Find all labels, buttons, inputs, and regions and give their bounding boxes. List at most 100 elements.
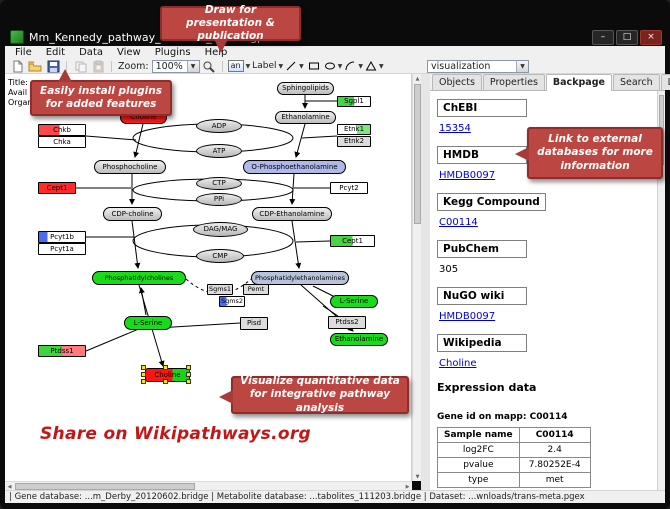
tab-backpage[interactable]: Backpage [545, 74, 612, 91]
horizontal-scroll-thumb[interactable] [15, 483, 195, 490]
pathway-node-ethanolamine-bottom[interactable]: Ethanolamine [330, 333, 388, 346]
magnifier-icon [203, 61, 215, 73]
table-cell: type [437, 472, 520, 488]
triangle-icon [365, 60, 377, 71]
callout-text: Draw for presentation & publication [186, 3, 275, 43]
pubchem-value: 305 [439, 264, 459, 275]
selection-handle[interactable] [141, 379, 146, 384]
chevron-down-icon: ▼ [299, 62, 304, 70]
hmdb-link[interactable]: HMDB0097 [439, 170, 496, 181]
callout-pointer-icon [58, 69, 72, 82]
oval-tool-button[interactable]: ▼ [324, 59, 342, 73]
save-button[interactable] [45, 59, 61, 73]
zoom-value: 100% [155, 60, 183, 72]
menu-item-edit[interactable]: Edit [45, 47, 66, 58]
triangle-tool-button[interactable]: ▼ [365, 59, 384, 73]
zoom-combobox[interactable]: 100% ▼ [151, 59, 200, 73]
hmdb-header: HMDB [437, 146, 527, 164]
scroll-down-icon[interactable]: ▼ [415, 473, 420, 480]
chebi-link[interactable]: 15354 [439, 123, 471, 134]
vertical-scroll-thumb[interactable] [414, 84, 421, 224]
pathway-node-chka[interactable]: Chka [38, 136, 86, 148]
pathway-node-pemt[interactable]: Pemt [243, 284, 269, 295]
pathway-node-ctp[interactable]: CTP [196, 177, 242, 190]
pathway-node-phosphatidylcholines[interactable]: Phosphatidylcholines [92, 271, 186, 285]
pathway-node-phosphatidylethanolamines[interactable]: Phosphatidylethanolamines [251, 271, 349, 285]
close-button[interactable]: × [640, 29, 662, 45]
tab-legend[interactable]: Legend [660, 74, 670, 90]
pathway-node-adp[interactable]: ADP [196, 119, 242, 133]
toolbar-separator [66, 60, 67, 72]
horizontal-scrollbar[interactable]: ◀ ▶ [5, 481, 412, 490]
pathway-node-cdp-choline[interactable]: CDP-choline [103, 207, 162, 221]
scroll-right-icon[interactable]: ▶ [405, 483, 410, 490]
selection-handle[interactable] [141, 372, 146, 377]
pathway-node-ptdss2[interactable]: Ptdss2 [328, 316, 366, 329]
rectangle-tool-button[interactable] [306, 59, 322, 73]
pathway-node-dag-mag[interactable]: DAG/MAG [193, 222, 248, 237]
table-cell: 2.4 [518, 442, 591, 458]
menu-item-file[interactable]: File [15, 47, 32, 58]
pathway-node-sphingolipids[interactable]: Sphingolipids [277, 82, 334, 95]
pathway-node-pcyt1b[interactable]: Pcyt1b [38, 231, 86, 243]
minimize-button[interactable]: – [592, 29, 614, 45]
status-text: | Gene database: ...m_Derby_20120602.bri… [9, 492, 585, 502]
pathway-node-cept1-right[interactable]: Cept1 [330, 235, 375, 247]
chevron-down-icon: ▼ [358, 62, 363, 70]
pathway-node-ethanolamine-top[interactable]: Ethanolamine [275, 111, 336, 124]
pathway-node-etnk1[interactable]: Etnk1 [337, 124, 371, 135]
pathway-node-sgms2[interactable]: Sgms2 [219, 296, 245, 307]
pathway-node-pcyt2[interactable]: Pcyt2 [330, 182, 368, 194]
pathway-node-pcyt1a[interactable]: Pcyt1a [38, 243, 86, 255]
label-tool-button[interactable]: Label▼ [252, 59, 283, 73]
tab-objects[interactable]: Objects [432, 74, 482, 90]
chevron-down-icon: ▼ [245, 62, 251, 70]
pathway-node-ppi[interactable]: PPi [196, 193, 242, 206]
pathway-node-l-serine-left[interactable]: L-Serine [124, 316, 172, 330]
pathway-node-chkb[interactable]: Chkb [38, 124, 86, 136]
maximize-button[interactable]: □ [616, 29, 638, 45]
pathway-node-ptdss1[interactable]: Ptdss1 [38, 345, 86, 357]
scroll-up-icon[interactable]: ▲ [415, 75, 420, 82]
wikipedia-link[interactable]: Choline [439, 358, 477, 369]
pathway-node-cdp-ethanolamine[interactable]: CDP-Ethanolamine [252, 207, 332, 221]
menu-item-plugins[interactable]: Plugins [154, 47, 191, 58]
line-tool-button[interactable]: ▼ [285, 59, 304, 73]
selection-handle[interactable] [163, 365, 168, 370]
zoom-to-fit-button[interactable] [201, 59, 217, 73]
pathway-node-sgms1[interactable]: Sgms1 [207, 284, 233, 295]
datanode-tool-button[interactable]: an▼ [227, 59, 251, 73]
pathway-node-pisd[interactable]: Pisd [240, 317, 268, 330]
tab-search[interactable]: Search [612, 74, 660, 90]
selection-handle[interactable] [163, 379, 168, 384]
pathway-node-cmp[interactable]: CMP [196, 249, 244, 263]
open-file-button[interactable] [27, 59, 43, 73]
table-header-cell: Sample name [437, 427, 520, 443]
kegg-link[interactable]: C00114 [439, 217, 478, 228]
selection-handle[interactable] [186, 372, 191, 377]
visualization-select[interactable]: visualization ▼ [427, 59, 529, 73]
pathway-node-o-phosphoethanolamine[interactable]: O-Phosphoethanolamine [243, 160, 346, 174]
paste-button[interactable] [90, 59, 106, 73]
scroll-left-icon[interactable]: ◀ [7, 483, 12, 490]
nugo-link[interactable]: HMDB0097 [439, 311, 496, 322]
pathway-canvas[interactable]: Title: Avail Organ Sphingolipids Sgpl1 E… [5, 74, 412, 481]
selection-handle[interactable] [186, 379, 191, 384]
arc-tool-button[interactable]: ▼ [344, 59, 363, 73]
selection-handle[interactable] [186, 365, 191, 370]
panel-splitter[interactable] [421, 74, 430, 490]
menu-item-view[interactable]: View [117, 47, 141, 58]
pathway-node-etnk2[interactable]: Etnk2 [337, 136, 371, 147]
pathway-node-sgpl1[interactable]: Sgpl1 [337, 96, 371, 107]
pathway-node-atp[interactable]: ATP [196, 144, 242, 158]
pathway-node-phosphocholine[interactable]: Phosphocholine [94, 160, 166, 174]
pathway-node-l-serine-right[interactable]: L-Serine [330, 295, 378, 308]
menu-item-data[interactable]: Data [79, 47, 103, 58]
selection-handle[interactable] [141, 365, 146, 370]
copy-button[interactable] [72, 59, 88, 73]
vertical-scrollbar[interactable]: ▲ ▼ [412, 74, 421, 481]
info-line: Title: [8, 78, 28, 87]
pathway-node-cept1-left[interactable]: Cept1 [38, 182, 76, 194]
new-file-button[interactable] [9, 59, 25, 73]
tab-properties[interactable]: Properties [482, 74, 545, 90]
